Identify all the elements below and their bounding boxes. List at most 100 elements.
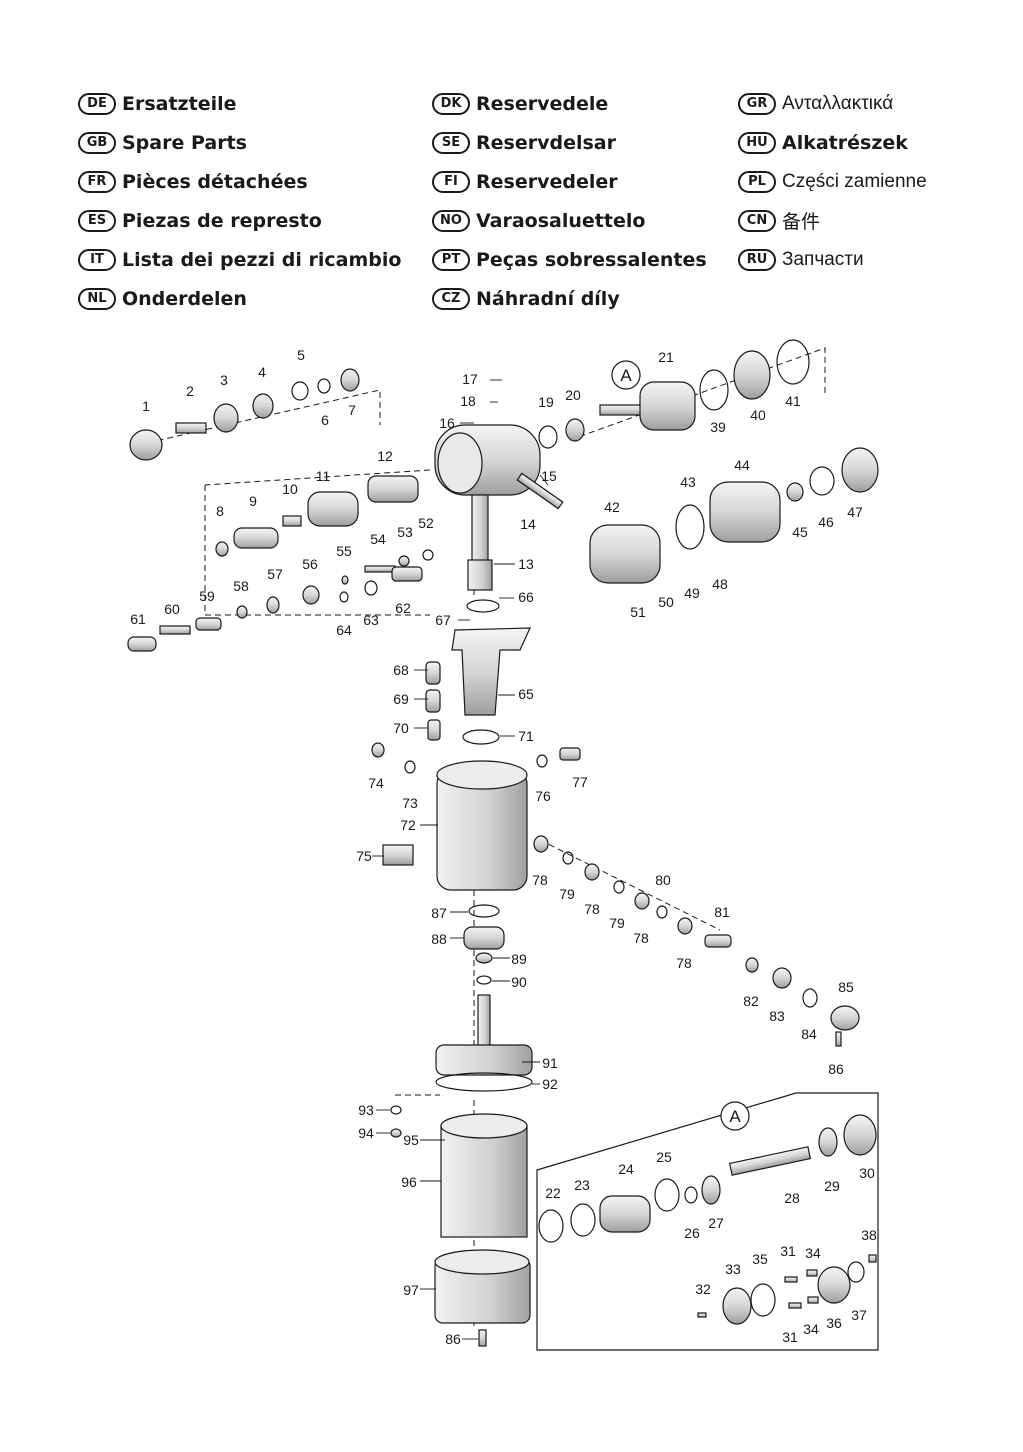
part-label-65: 65 [518,686,534,702]
part-label-9: 9 [249,493,257,509]
part-label-74: 74 [368,775,384,791]
language-code-badge: IT [78,248,116,271]
part-label-11: 11 [316,468,331,484]
part-label-86: 86 [445,1331,461,1347]
part-9-shape [233,527,279,549]
part-label-88: 88 [431,931,447,947]
part-75-shape [382,844,414,866]
part-87-shape [468,904,500,918]
part-96-shape [440,1124,528,1238]
part-78-b-shape [584,863,600,881]
part-35-shape [750,1283,776,1317]
part-label-69: 69 [393,691,409,707]
part-label-90: 90 [511,974,527,990]
language-code-badge: HU [738,131,776,154]
part-label-27: 27 [708,1215,724,1231]
part-label-31: 31 [782,1329,798,1345]
language-label: Запчасти [782,248,864,270]
part-label-87: 87 [431,905,447,921]
part-38-shape [868,1254,877,1263]
language-label: Ersatzteile [122,92,237,115]
part-47-shape [841,447,879,493]
part-77-shape [559,747,581,761]
callout-a-label-main: A [620,366,632,385]
part-label-3: 3 [220,372,228,388]
part-label-78: 78 [532,872,548,888]
part-26-shape [684,1186,698,1204]
language-row: RU Запчасти [738,240,927,279]
part-label-79: 79 [609,915,625,931]
part-42-shape [589,524,661,584]
part-label-67: 67 [435,612,451,628]
part-label-35: 35 [752,1251,768,1267]
part-7-shape [340,368,360,392]
part-label-34: 34 [803,1321,819,1337]
part-8-shape [215,541,229,557]
part-4-shape [252,393,274,419]
part-54-shape [364,565,396,573]
part-91-shape [435,1044,533,1076]
part-60-shape [159,625,191,635]
callout-a-circle-main [611,360,641,390]
part-20-shape [565,418,585,442]
part-label-40: 40 [750,407,766,423]
language-code-badge: ES [78,209,116,232]
part-45-shape [786,482,804,502]
part-79-b-shape [613,880,625,894]
part-44-shape [709,481,781,543]
part-label-32: 32 [695,1281,711,1297]
part-label-36: 36 [826,1315,842,1331]
part-label-89: 89 [511,951,527,967]
part-80-shape [656,905,668,919]
part-37-shape [847,1261,865,1283]
part-label-58: 58 [233,578,249,594]
part-label-7: 7 [348,402,356,418]
part-93-shape [390,1105,402,1115]
part-label-26: 26 [684,1225,700,1241]
part-3-shape [213,403,239,433]
part-68-shape [425,661,441,685]
part-label-93: 93 [358,1102,374,1118]
part-40-shape [733,350,771,400]
part-label-1: 1 [142,398,150,414]
part-label-66: 66 [518,589,534,605]
part-label-68: 68 [393,662,409,678]
part-label-34: 34 [805,1245,821,1261]
part-label-80: 80 [655,872,671,888]
part-10-shape [282,515,302,527]
part-12-shape [367,475,419,503]
language-code-badge: DE [78,92,116,115]
language-code-badge: NO [432,209,470,232]
part-59-shape [195,617,222,631]
part-56-shape [302,585,320,605]
part-33-shape [722,1287,752,1325]
language-label: Reservedele [476,92,609,115]
language-label: Varaosaluettelo [476,209,646,232]
part-label-60: 60 [164,601,180,617]
language-code-badge: CZ [432,287,470,310]
part-label-77: 77 [572,774,588,790]
language-code-badge: RU [738,248,776,271]
part-82-shape [745,957,759,973]
part-label-5: 5 [297,347,305,363]
part-label-73: 73 [402,795,418,811]
part-90-shape [476,975,492,985]
part-61-shape [127,636,157,652]
part-label-45: 45 [792,524,808,540]
part-label-24: 24 [618,1161,634,1177]
part-label-19: 19 [538,394,554,410]
part-label-21: 21 [658,349,674,365]
language-label: Pièces détachées [122,170,308,193]
part-label-22: 22 [545,1185,561,1201]
part-label-31: 31 [780,1243,796,1259]
part-78-c-shape [634,892,650,910]
part-31-a-shape [784,1276,798,1283]
